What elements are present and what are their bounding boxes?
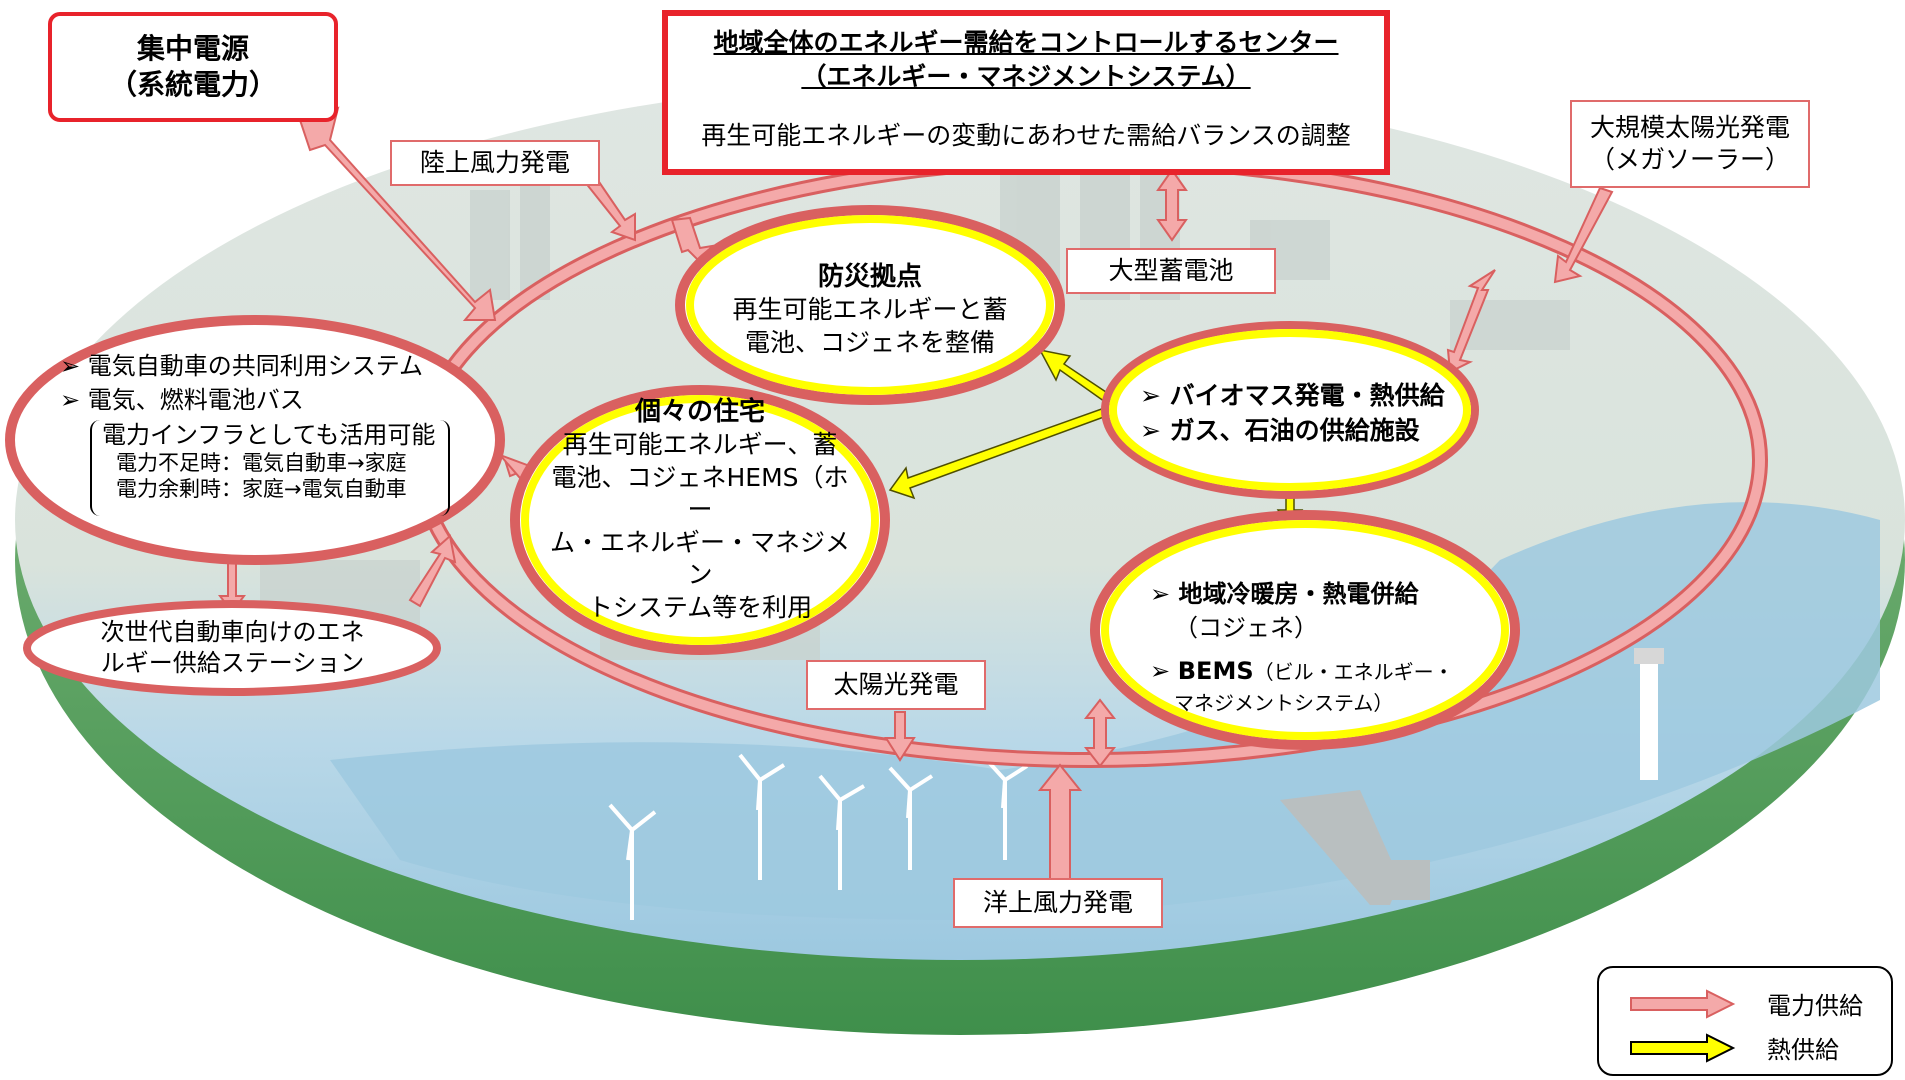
- disaster-hub-line1: 再生可能エネルギーと蓄: [732, 295, 1008, 325]
- ev-item-2: ➢ 電気、燃料電池バス: [60, 385, 304, 414]
- arrow-onshore-wind: [583, 174, 636, 242]
- disaster-hub-inner: [686, 215, 1054, 395]
- homes-hub-line3: ム・エネルギー・マネジメン: [549, 527, 850, 590]
- biomass-item-2: ➢ ガス、石油の供給施設: [1140, 416, 1420, 445]
- homes-hub-line1: 再生可能エネルギー、蓄: [562, 430, 838, 460]
- arrow-ring-station: [408, 534, 457, 608]
- biomass-item-1: ➢ バイオマス発電・熱供給: [1140, 381, 1445, 410]
- wind-turbines: [608, 753, 1029, 920]
- station-line1: 次世代自動車向けのエネ: [100, 617, 365, 646]
- biomass-hub: ➢ バイオマス発電・熱供給 ➢ ガス、石油の供給施設: [1140, 378, 1445, 448]
- central-power-line1: 集中電源: [136, 31, 249, 65]
- disaster-hub: 防災拠点 再生可能エネルギーと蓄 電池、コジェネを整備: [690, 260, 1050, 360]
- disaster-hub-ring: [675, 205, 1065, 405]
- control-center-title-2: （エネルギー・マネジメントシステム）: [801, 61, 1251, 91]
- legend-heat-label: 熱供給: [1767, 1036, 1839, 1064]
- district-item-1-sub: （コジェネ）: [1174, 613, 1318, 642]
- ev-node-ring: [5, 315, 505, 565]
- homes-hub-heading: 個々の住宅: [634, 396, 765, 427]
- district-item-1: ➢ 地域冷暖房・熱電併給: [1150, 580, 1419, 608]
- central-power-line2: （系統電力）: [108, 68, 277, 101]
- heat-arrow-to-disaster: [1038, 348, 1113, 406]
- station-node: 次世代自動車向けのエネ ルギー供給ステーション: [60, 612, 405, 684]
- mega-solar-line2: （メガソーラー）: [1589, 145, 1790, 174]
- central-power-box: 集中電源 （系統電力）: [48, 12, 338, 122]
- ev-item-1: ➢ 電気自動車の共同利用システム: [60, 352, 424, 380]
- heat-arrow-to-homes: [888, 405, 1113, 500]
- control-center-title-1: 地域全体のエネルギー需給をコントロールするセンター: [713, 28, 1339, 57]
- homes-hub-line2: 電池、コジェネHEMS（ホー: [551, 462, 849, 525]
- large-battery-label: 大型蓄電池: [1066, 248, 1276, 294]
- disaster-hub-line2: 電池、コジェネを整備: [744, 327, 995, 357]
- control-center-box: 地域全体のエネルギー需給をコントロールするセンター （エネルギー・マネジメントシ…: [662, 10, 1390, 175]
- ev-note-line1: 電力不足時：電気自動車→家庭: [116, 451, 407, 475]
- district-hub-inner: [1101, 520, 1509, 740]
- homes-hub-ring: [510, 385, 890, 655]
- arrow-center-ring: [1156, 168, 1188, 242]
- district-hub-ring: [1090, 510, 1520, 750]
- ev-note: 電力インフラとしても活用可能 電力不足時：電気自動車→家庭 電力余剰時：家庭→電…: [90, 420, 450, 516]
- station-line2: ルギー供給ステーション: [100, 649, 365, 677]
- offshore-wind-label: 洋上風力発電: [953, 878, 1163, 928]
- biomass-hub-ring: [1101, 321, 1479, 499]
- station-node-ring: [23, 600, 441, 696]
- district-item-2-sub: マネジメントシステム）: [1174, 690, 1394, 715]
- district-hub: ➢ 地域冷暖房・熱電併給 （コジェネ） ➢ BEMS（ビル・エネルギー・ マネジ…: [1150, 578, 1454, 717]
- ev-node-list: ➢ 電気自動車の共同利用システム ➢ 電気、燃料電池バス: [60, 350, 423, 417]
- homes-hub-inner: [521, 395, 879, 645]
- arrow-central-to-ring: [298, 106, 497, 321]
- solar-label: 太陽光発電: [806, 660, 986, 710]
- ev-note-title: 電力インフラとしても活用可能: [102, 421, 436, 449]
- legend-power-arrow: [1630, 988, 1736, 1019]
- disaster-hub-heading: 防災拠点: [817, 261, 922, 292]
- mega-solar-line1: 大規模太陽光発電: [1589, 112, 1790, 142]
- pier: [1280, 790, 1430, 905]
- homes-hub: 個々の住宅 再生可能エネルギー、蓄 電池、コジェネHEMS（ホー ム・エネルギー…: [540, 397, 860, 622]
- arrow-district-ring: [1083, 698, 1117, 768]
- onshore-wind-label: 陸上風力発電: [390, 140, 600, 186]
- control-center-desc: 再生可能エネルギーの変動にあわせた需給バランスの調整: [701, 120, 1351, 150]
- homes-hub-line4: トシステム等を利用: [587, 592, 813, 622]
- legend: 電力供給 熱供給: [1597, 966, 1893, 1076]
- legend-heat-arrow: [1630, 1032, 1736, 1063]
- arrow-megasolar: [1553, 186, 1614, 284]
- power-arrows: [218, 106, 1614, 881]
- mega-solar-label: 大規模太陽光発電 （メガソーラー）: [1570, 100, 1810, 188]
- biomass-hub-inner: [1109, 329, 1471, 491]
- legend-power-label: 電力供給: [1767, 992, 1863, 1020]
- ev-note-line2: 電力余剰時：家庭→電気自動車: [116, 477, 407, 502]
- legend-heat: 熱供給: [1629, 1030, 1839, 1065]
- legend-power: 電力供給: [1629, 986, 1863, 1021]
- arrow-solar: [884, 711, 916, 762]
- lighthouse: [1634, 648, 1664, 780]
- district-item-2: ➢ BEMS（ビル・エネルギー・: [1150, 657, 1454, 686]
